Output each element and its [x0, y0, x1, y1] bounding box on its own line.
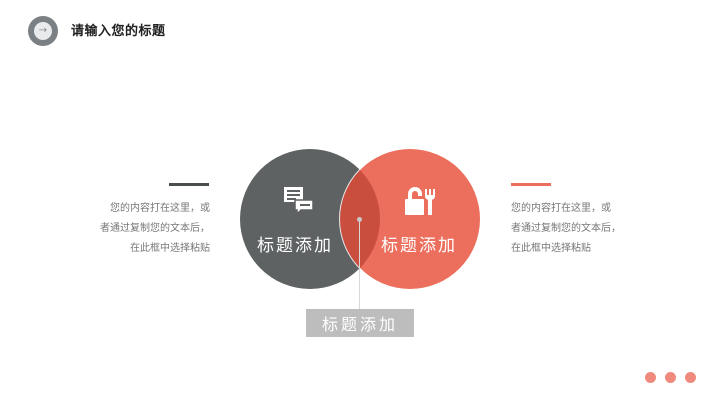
- bottom-label-box: 标题添加: [306, 309, 414, 337]
- header-badge: →: [28, 16, 58, 46]
- pager-dots: [645, 372, 696, 383]
- page-title: 请输入您的标题: [71, 24, 166, 39]
- pager-dot[interactable]: [645, 372, 656, 383]
- arrow-right-icon: →: [34, 22, 52, 40]
- left-circle-label: 标题添加: [257, 236, 333, 256]
- pager-dot[interactable]: [685, 372, 696, 383]
- desc-line: 您的内容打在这里，或: [511, 203, 611, 214]
- right-description: 您的内容打在这里，或 者通过复制您的文本后， 在此框中选择粘贴: [511, 199, 641, 259]
- desc-line: 在此框中选择粘贴: [511, 243, 591, 254]
- desc-line: 您的内容打在这里，或: [110, 203, 210, 214]
- left-description: 您的内容打在这里，或 者通过复制您的文本后， 在此框中选择粘贴: [80, 199, 210, 259]
- unlock-wrench-icon: [405, 187, 435, 215]
- connector-dot: [357, 217, 362, 222]
- desc-line: 在此框中选择粘贴: [130, 243, 210, 254]
- connector-line: [359, 220, 360, 310]
- pager-dot[interactable]: [665, 372, 676, 383]
- left-accent-line: [169, 183, 209, 186]
- chat-messages-icon: [284, 187, 314, 216]
- right-accent-line: [511, 183, 551, 186]
- desc-line: 者通过复制您的文本后，: [511, 223, 621, 234]
- desc-line: 者通过复制您的文本后，: [100, 223, 210, 234]
- right-circle-label: 标题添加: [381, 236, 457, 256]
